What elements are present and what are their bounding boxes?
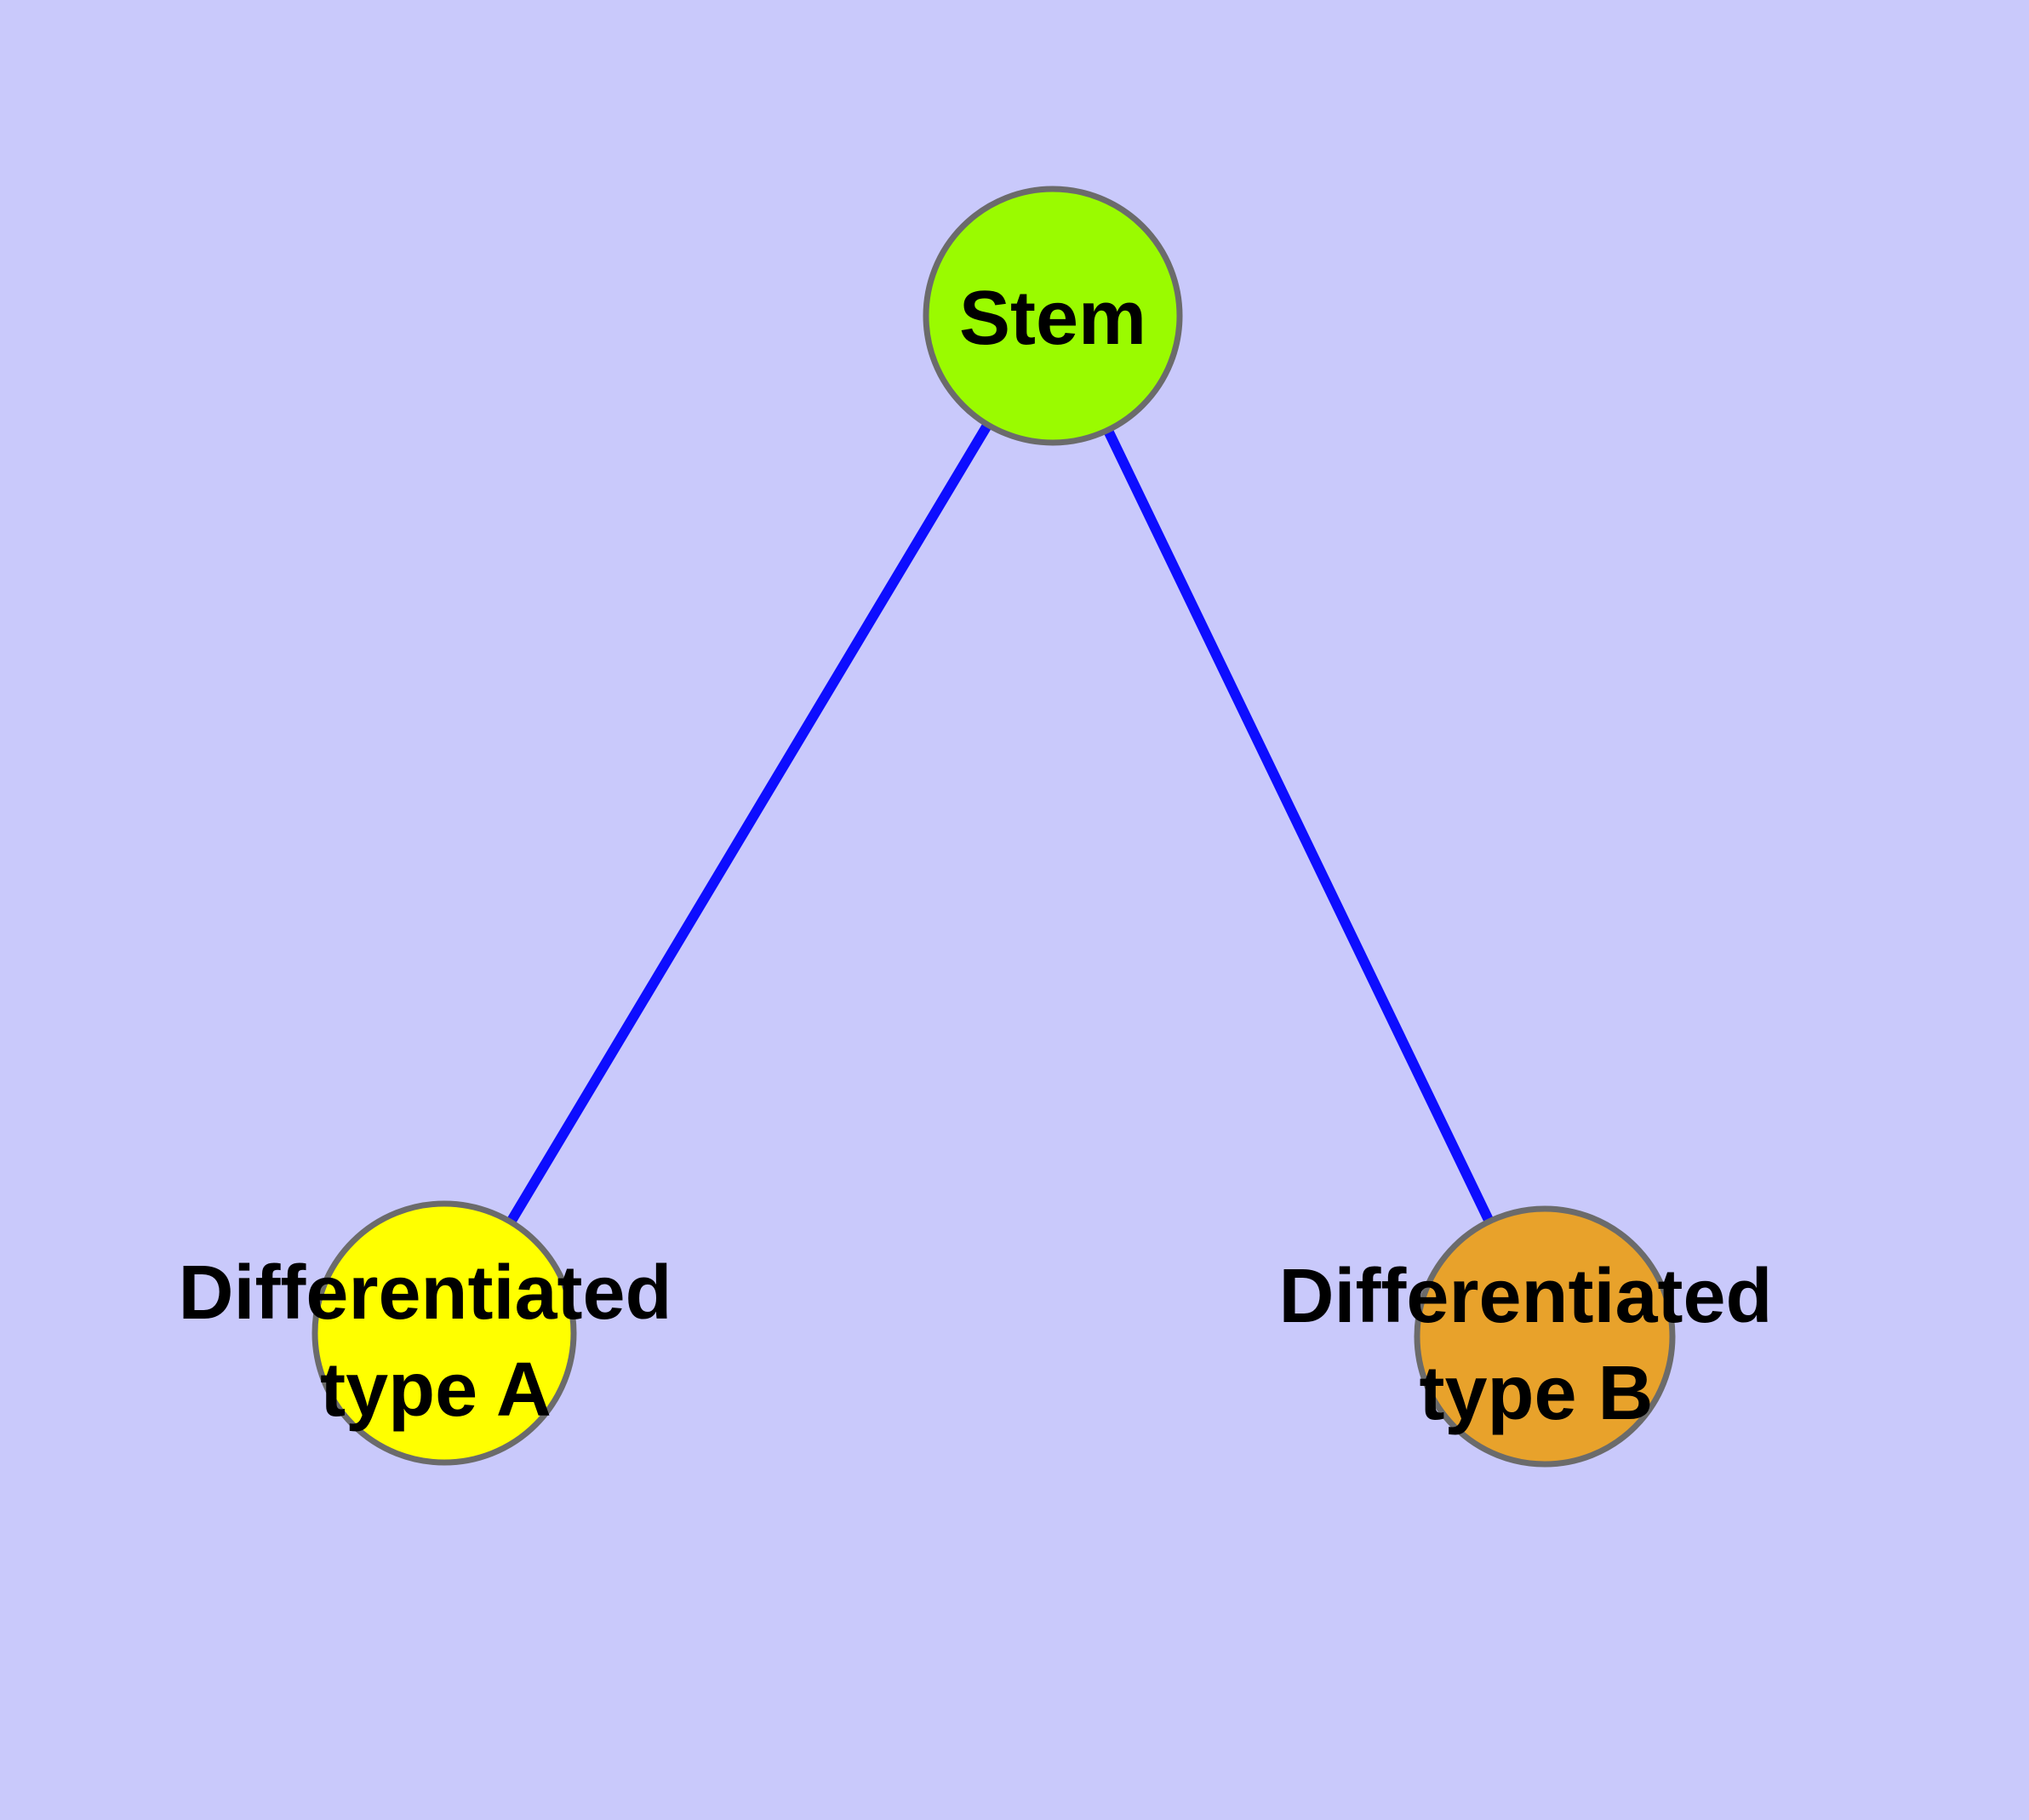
edge-stem-to-type-b	[1048, 313, 1550, 1339]
edge-stem-to-type-a	[439, 312, 1058, 1336]
node-type-b-label-line1: Differentiated	[1278, 1254, 1772, 1339]
node-type-b-label-line2: type B	[1419, 1351, 1653, 1436]
node-type-a-label-line1: Differentiated	[178, 1251, 672, 1336]
node-differentiated-type-a[interactable]: Differentiated type A	[178, 1200, 693, 1466]
node-type-a-label-line2: type A	[320, 1348, 552, 1433]
node-type-b-label: Differentiated type B	[1278, 1254, 1793, 1436]
node-type-b-circle[interactable]	[1414, 1205, 1676, 1468]
node-stem[interactable]: Stem	[923, 186, 1183, 446]
node-stem-circle[interactable]	[923, 186, 1183, 446]
node-type-a-circle[interactable]	[311, 1200, 577, 1466]
node-differentiated-type-b[interactable]: Differentiated type B	[1278, 1205, 1793, 1468]
node-stem-label: Stem	[959, 276, 1146, 361]
node-type-a-label: Differentiated type A	[178, 1251, 693, 1433]
